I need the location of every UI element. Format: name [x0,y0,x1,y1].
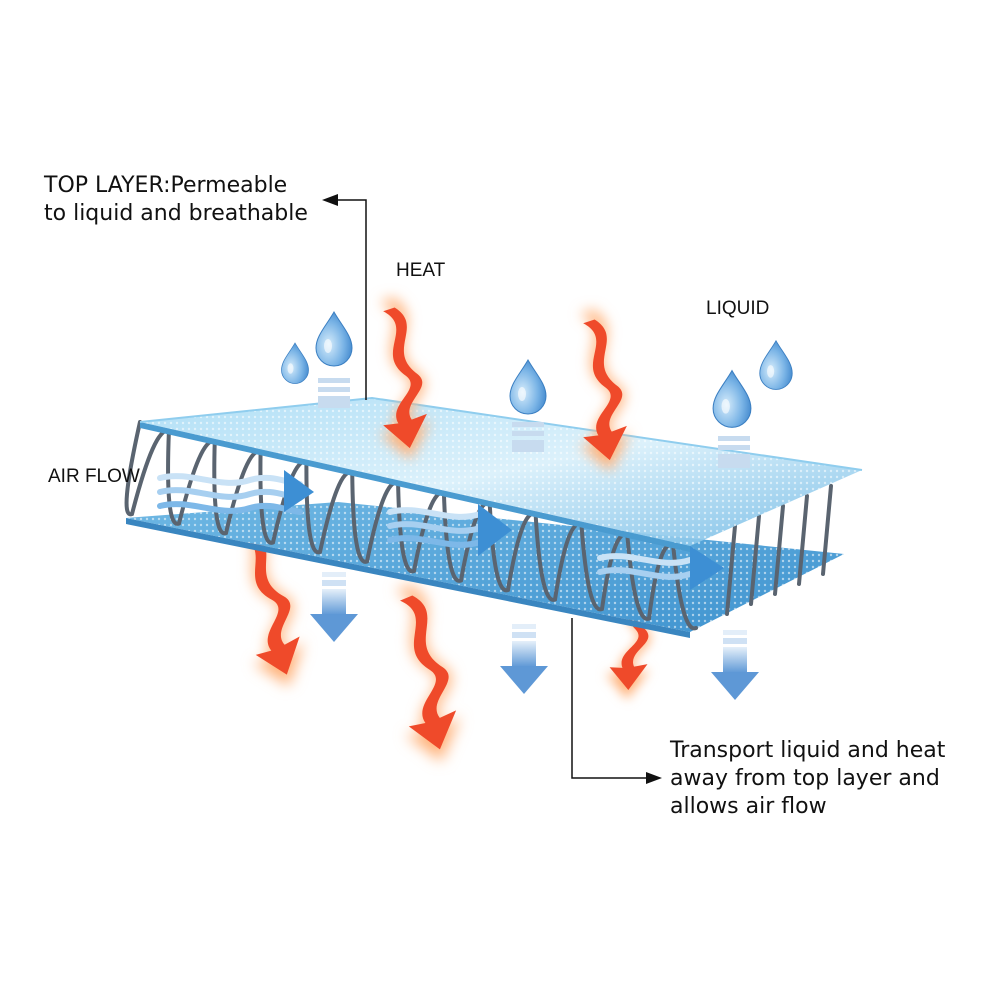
fiber-strand [773,504,785,596]
transport-note-line2: away from top layer and [670,766,940,791]
air-flow-arrow-icon [387,504,512,556]
water-drop-icon [712,370,752,428]
top-layer-note-line2: to liquid and breathable [44,201,308,226]
drop-trail [318,378,750,468]
fiber-strand [821,484,833,576]
water-drop-icon [759,340,793,390]
top-layer-note-line1: TOP LAYER:Permeable [44,173,288,198]
down-arrow-icon [310,572,358,642]
heat-label: HEAT [396,260,446,281]
air-flow-arrow-icon [597,546,724,590]
water-drop-icon [509,359,547,415]
top-layer-callout-line [322,194,367,400]
fiber-strand [797,494,809,586]
water-drop-icon [315,311,353,367]
top-layer-note: TOP LAYER:Permeable to liquid and breath… [44,172,308,228]
fiber-strand [749,514,761,606]
down-arrow-icon [711,630,759,700]
heat-arrow-icon [579,309,631,472]
transport-note-line1: Transport liquid and heat [670,738,946,763]
top-layer [139,396,863,552]
fiber-strand [725,524,737,616]
heat-arrow-icon [395,581,464,764]
liquid-label: LIQUID [706,298,770,319]
bottom-layer [126,502,844,638]
transport-note: Transport liquid and heat away from top … [670,737,945,821]
air-flow-arrow-icon [157,470,314,515]
down-arrow-icon [500,624,548,694]
bottom-callout-line [571,618,662,784]
air-flow-label: AIR FLOW [48,466,140,487]
water-drop-icon [281,342,309,384]
transport-note-line3: allows air flow [670,794,827,819]
